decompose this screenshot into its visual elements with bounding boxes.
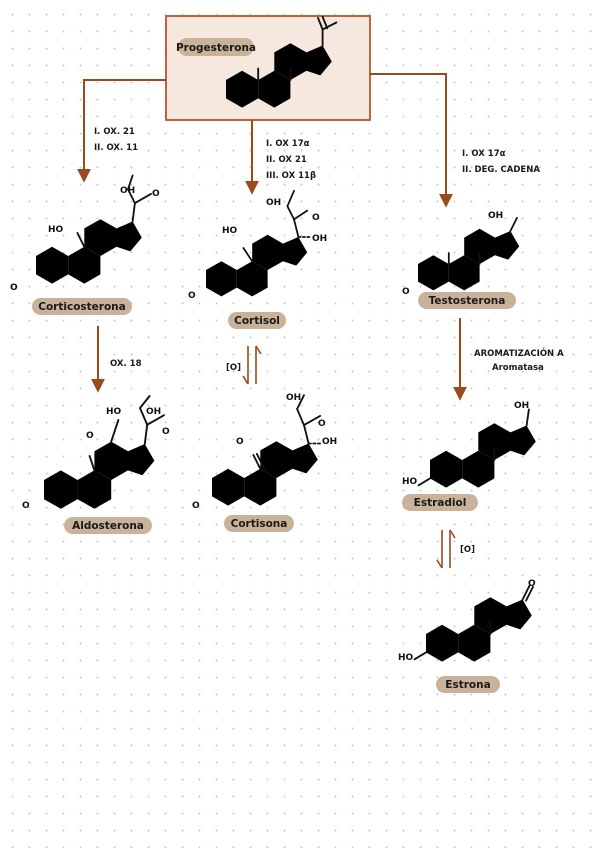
estrona-label: Estrona bbox=[445, 679, 490, 691]
reaction-estradiol-step-2: Aromatasa bbox=[492, 363, 544, 373]
cortisol-20-oxo: O bbox=[312, 213, 320, 223]
estradiol-label-bg bbox=[402, 494, 478, 511]
estrona-label-bg bbox=[436, 676, 500, 693]
cortisol-label-bg bbox=[228, 312, 286, 329]
cortisona-17-hydroxy: OH bbox=[322, 437, 337, 447]
progesterona-box bbox=[165, 15, 371, 121]
cortisol-11-hydroxy: HO bbox=[222, 226, 238, 236]
corticosterona-label: Corticosterona bbox=[38, 301, 126, 313]
arrow-to-corticosterona bbox=[77, 79, 166, 183]
reaction-cortisol-step-3: III. OX 11β bbox=[266, 171, 316, 181]
reaction-corticosterona-step-2: II. OX. 11 bbox=[94, 143, 138, 153]
estradiol-17-hydroxy: OH bbox=[514, 401, 529, 411]
testosterona-structure bbox=[407, 216, 520, 293]
cortisona-label: Cortisona bbox=[231, 518, 288, 530]
reaction-estradiol-step-1: AROMATIZACIÓN A bbox=[474, 347, 564, 359]
arrow-to-testosterona bbox=[370, 73, 453, 208]
aldosterona-20-oxo: O bbox=[162, 427, 170, 437]
testosterona-17-hydroxy: OH bbox=[488, 211, 503, 221]
equilibrium-estrona-forward-barb bbox=[436, 559, 443, 569]
aldosterona-21-hydroxy: OH bbox=[146, 407, 161, 417]
cortisona-label-bg bbox=[224, 515, 294, 532]
progesterona-label-bg bbox=[178, 38, 254, 56]
reaction-aldosterona: OX. 18 bbox=[110, 359, 142, 369]
estrona-17-oxo: O bbox=[528, 579, 536, 589]
testosterona-label: Testosterona bbox=[429, 295, 506, 307]
cortisona-21-hydroxy: OH bbox=[286, 393, 301, 403]
estradiol-3-hydroxy: HO bbox=[402, 477, 418, 487]
testosterona-label-bg bbox=[418, 292, 516, 309]
corticosterona-20-oxo: O bbox=[152, 189, 160, 199]
corticosterona-structure bbox=[24, 174, 152, 286]
estradiol-label: Estradiol bbox=[414, 497, 467, 509]
cortisona-3-oxo: O bbox=[192, 501, 200, 511]
aldosterona-label: Aldosterona bbox=[72, 520, 144, 532]
corticosterona-oxo: O bbox=[10, 283, 18, 293]
corticosterona-21-hydroxy: OH bbox=[120, 186, 135, 196]
equilibrium-back-barb bbox=[255, 345, 262, 355]
progesterona-structure bbox=[214, 15, 338, 110]
cortisol-21-hydroxy: OH bbox=[266, 198, 281, 208]
progesterona-label: Progesterona bbox=[176, 42, 256, 54]
aldosterona-label-bg bbox=[64, 517, 152, 534]
estrona-3-hydroxy: HO bbox=[398, 653, 414, 663]
equilibrium-forward-barb bbox=[242, 375, 249, 385]
cortisol-structure bbox=[195, 189, 313, 299]
reaction-estradiol-estrona: [O] bbox=[460, 545, 475, 555]
reaction-testosterona-step-1: I. OX 17α bbox=[462, 149, 506, 159]
reaction-corticosterona-step-1: I. OX. 21 bbox=[94, 127, 135, 137]
cortisona-11-oxo: O bbox=[236, 437, 244, 447]
testosterona-oxo: O bbox=[402, 287, 410, 297]
aldosterona-structure bbox=[32, 395, 165, 512]
cortisol-oxo: O bbox=[188, 291, 196, 301]
aldosterona-18-hydroxy: HO bbox=[106, 407, 122, 417]
corticosterona-label-bg bbox=[32, 298, 132, 315]
cortisona-structure bbox=[200, 394, 324, 508]
equilibrium-estrona-back-barb bbox=[449, 529, 456, 539]
cortisol-label: Cortisol bbox=[234, 315, 280, 327]
reaction-testosterona-step-2: II. DEG. CADENA bbox=[462, 165, 540, 175]
aldosterona-11-oxygen: O bbox=[86, 431, 94, 441]
reaction-cortisol-cortisona: [O] bbox=[226, 363, 241, 373]
estrona-structure bbox=[413, 584, 534, 662]
estradiol-structure bbox=[417, 408, 536, 488]
reaction-cortisol-step-1: I. OX 17α bbox=[266, 139, 310, 149]
reaction-cortisol-step-2: II. OX 21 bbox=[266, 155, 307, 165]
corticosterona-11-hydroxy: HO bbox=[48, 225, 64, 235]
cortisona-20-oxo: O bbox=[318, 419, 326, 429]
aldosterona-oxo: O bbox=[22, 501, 30, 511]
cortisol-17-hydroxy: OH bbox=[312, 234, 327, 244]
